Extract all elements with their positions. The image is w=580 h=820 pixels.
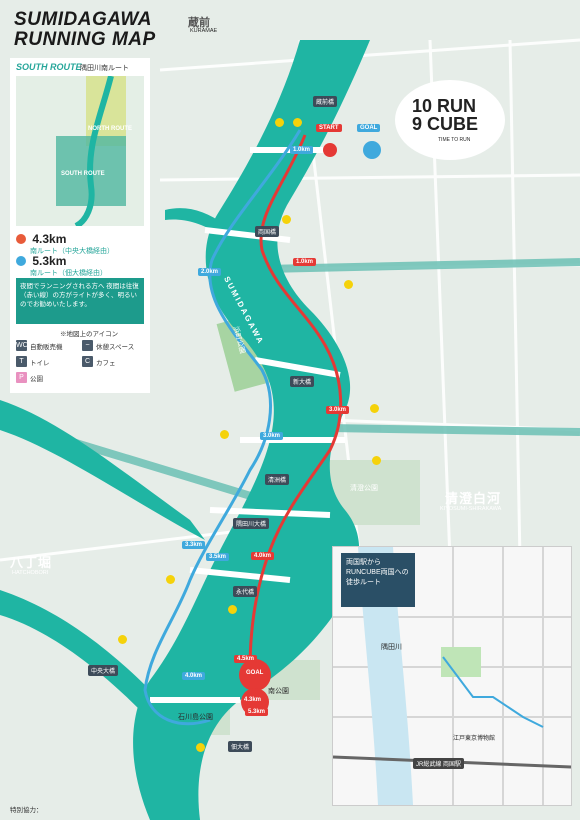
icon-legend-title: ※地図上のアイコン [60, 331, 119, 338]
icon-legend-park: P 公園 [16, 372, 43, 383]
info-icon[interactable] [282, 215, 291, 224]
kuramae-text: 蔵前 [188, 17, 210, 29]
inset-north-label: NORTH ROUTE [88, 126, 132, 132]
bridge-shin-ohashi: 新大橋 [290, 376, 315, 387]
hatchobori-en-label: HATCHOBORI [12, 570, 49, 576]
overview-svg [16, 76, 144, 226]
icon-legend-label: 自動販売機 [30, 343, 63, 351]
toilet-icon: T [16, 356, 27, 367]
route-1-jp: 南ルート（中央大橋経由） [30, 248, 114, 255]
info-icon[interactable] [118, 635, 127, 644]
night-running-notice: 夜間でランニングされる方へ 夜間は往復（赤い線）の方がライトが多く、明るいのでお… [16, 278, 144, 324]
goal-badge-top: GOAL [357, 124, 381, 132]
route-1-row: 4.3km 南ルート（中央大橋経由） [16, 232, 114, 256]
kiyosumi-park-label: 清澄公園 [350, 485, 378, 492]
title-line-1: SUMIDAGAWA [14, 9, 152, 30]
kiyosumi-en-label: KIYOSUMI-SHIRAKAWA [440, 506, 502, 512]
km-marker-red-4: 4.5km [234, 655, 258, 663]
route-2-dot [16, 256, 26, 266]
bridge-eitai: 永代橋 [233, 586, 258, 597]
runcube-logo-bg [395, 80, 505, 160]
icon-legend-label: カフェ [96, 359, 116, 367]
km-marker-blue-1: 1.0km [290, 146, 314, 154]
km-marker-red-2: 3.0km [326, 406, 350, 414]
inset-route-note: 両国駅からRUNCUBE両国への徒歩ルート [341, 553, 415, 607]
icon-legend-toilet: T トイレ [16, 356, 50, 367]
inset-station-label: JR総武線 両国駅 [413, 758, 465, 769]
route-1-dot [16, 234, 26, 244]
map-title: SUMIDAGAWA RUNNING MAP [14, 10, 156, 50]
route-2-row: 5.3km 南ルート（佃大橋経由） [16, 254, 107, 278]
ishikawajima-park-label: 石川島公園 [178, 714, 213, 721]
icon-legend-label: 休憩スペース [96, 343, 135, 351]
logo-line-2: 9 CUBE [412, 114, 479, 134]
park-icon: P [16, 372, 27, 383]
km-marker-blue-2: 2.0km [198, 268, 222, 276]
route-2-distance: 5.3km [32, 254, 67, 268]
bridge-kiyosu: 清洲橋 [265, 474, 290, 485]
kiyosumi-label: 清澄白河 [445, 491, 502, 506]
bridge-ryogoku: 両国橋 [255, 226, 280, 237]
info-icon[interactable] [370, 404, 379, 413]
inset-museum-label: 江戸東京博物館 [453, 736, 496, 742]
km-marker-red-5: 5.3km [245, 708, 269, 716]
district-kuramae-label: 蔵前 [188, 14, 210, 30]
overview-inset: NORTH ROUTE SOUTH ROUTE [16, 76, 144, 226]
goal-badge-left: GOAL [243, 669, 267, 677]
icon-legend-label: トイレ [30, 359, 50, 367]
logo-line-1: 10 RUN [412, 96, 477, 116]
goal-left-distance: 4.3km [244, 697, 262, 703]
inset-river-label: 隅田川 [381, 644, 402, 651]
kuramae-en-label: KURAMAE [190, 28, 218, 34]
km-marker-blue-3: 3.0km [260, 432, 284, 440]
km-marker-blue-4: 3.3km [182, 541, 206, 549]
footer-credit: 特別協力： [10, 807, 43, 814]
minami-park-label: 南公園 [268, 688, 289, 695]
icon-legend-vending: WC 自動販売機 [16, 340, 63, 351]
info-icon[interactable] [196, 743, 205, 752]
km-marker-red-3: 4.0km [251, 552, 275, 560]
rest-space-icon: ~ [82, 340, 93, 351]
km-marker-red-1: 1.0km [293, 258, 317, 266]
title-line-2: RUNNING MAP [14, 29, 156, 50]
bridge-tsukuda: 佃大橋 [228, 741, 253, 752]
logo-small-text: TIME TO RUN [438, 137, 471, 143]
bridge-chuo-ohashi: 中央大橋 [88, 665, 119, 676]
km-marker-blue-5: 3.5km [206, 553, 230, 561]
route-2-jp: 南ルート（佃大橋経由） [30, 270, 107, 277]
km-marker-blue-6: 4.0km [182, 672, 206, 680]
vending-machine-icon: WC [16, 340, 28, 351]
inset-south-label: SOUTH ROUTE [61, 171, 105, 177]
icon-legend-rest: ~ 休憩スペース [82, 340, 134, 351]
icon-legend-cafe: C カフェ [82, 356, 116, 367]
hatchobori-label: 八丁堀 [10, 555, 53, 570]
info-icon[interactable] [220, 430, 229, 439]
info-icon[interactable] [344, 280, 353, 289]
bridge-sumida-ohashi: 隅田川大橋 [233, 518, 270, 529]
legend-panel: SOUTH ROUTE 隅田川南ルート NORTH ROUTE SOUTH RO… [10, 58, 150, 393]
info-icon[interactable] [228, 605, 237, 614]
info-icon[interactable] [372, 456, 381, 465]
cafe-icon: C [82, 356, 93, 367]
icon-legend-label: 公園 [30, 375, 43, 383]
info-icon[interactable] [275, 118, 284, 127]
runcube-logo: 10 RUN 9 CUBE [412, 97, 478, 133]
bridge-kuramae: 蔵前橋 [313, 96, 338, 107]
info-icon[interactable] [293, 118, 302, 127]
ryogoku-inset-map: 両国駅からRUNCUBE両国への徒歩ルート 隅田川 江戸東京博物館 JR総武線 … [332, 546, 572, 806]
info-icon[interactable] [166, 575, 175, 584]
start-badge: START [316, 124, 342, 132]
route-subtitle: SOUTH ROUTE [16, 62, 82, 72]
route-subtitle-jp: 隅田川南ルート [80, 65, 129, 72]
route-1-distance: 4.3km [32, 232, 67, 246]
